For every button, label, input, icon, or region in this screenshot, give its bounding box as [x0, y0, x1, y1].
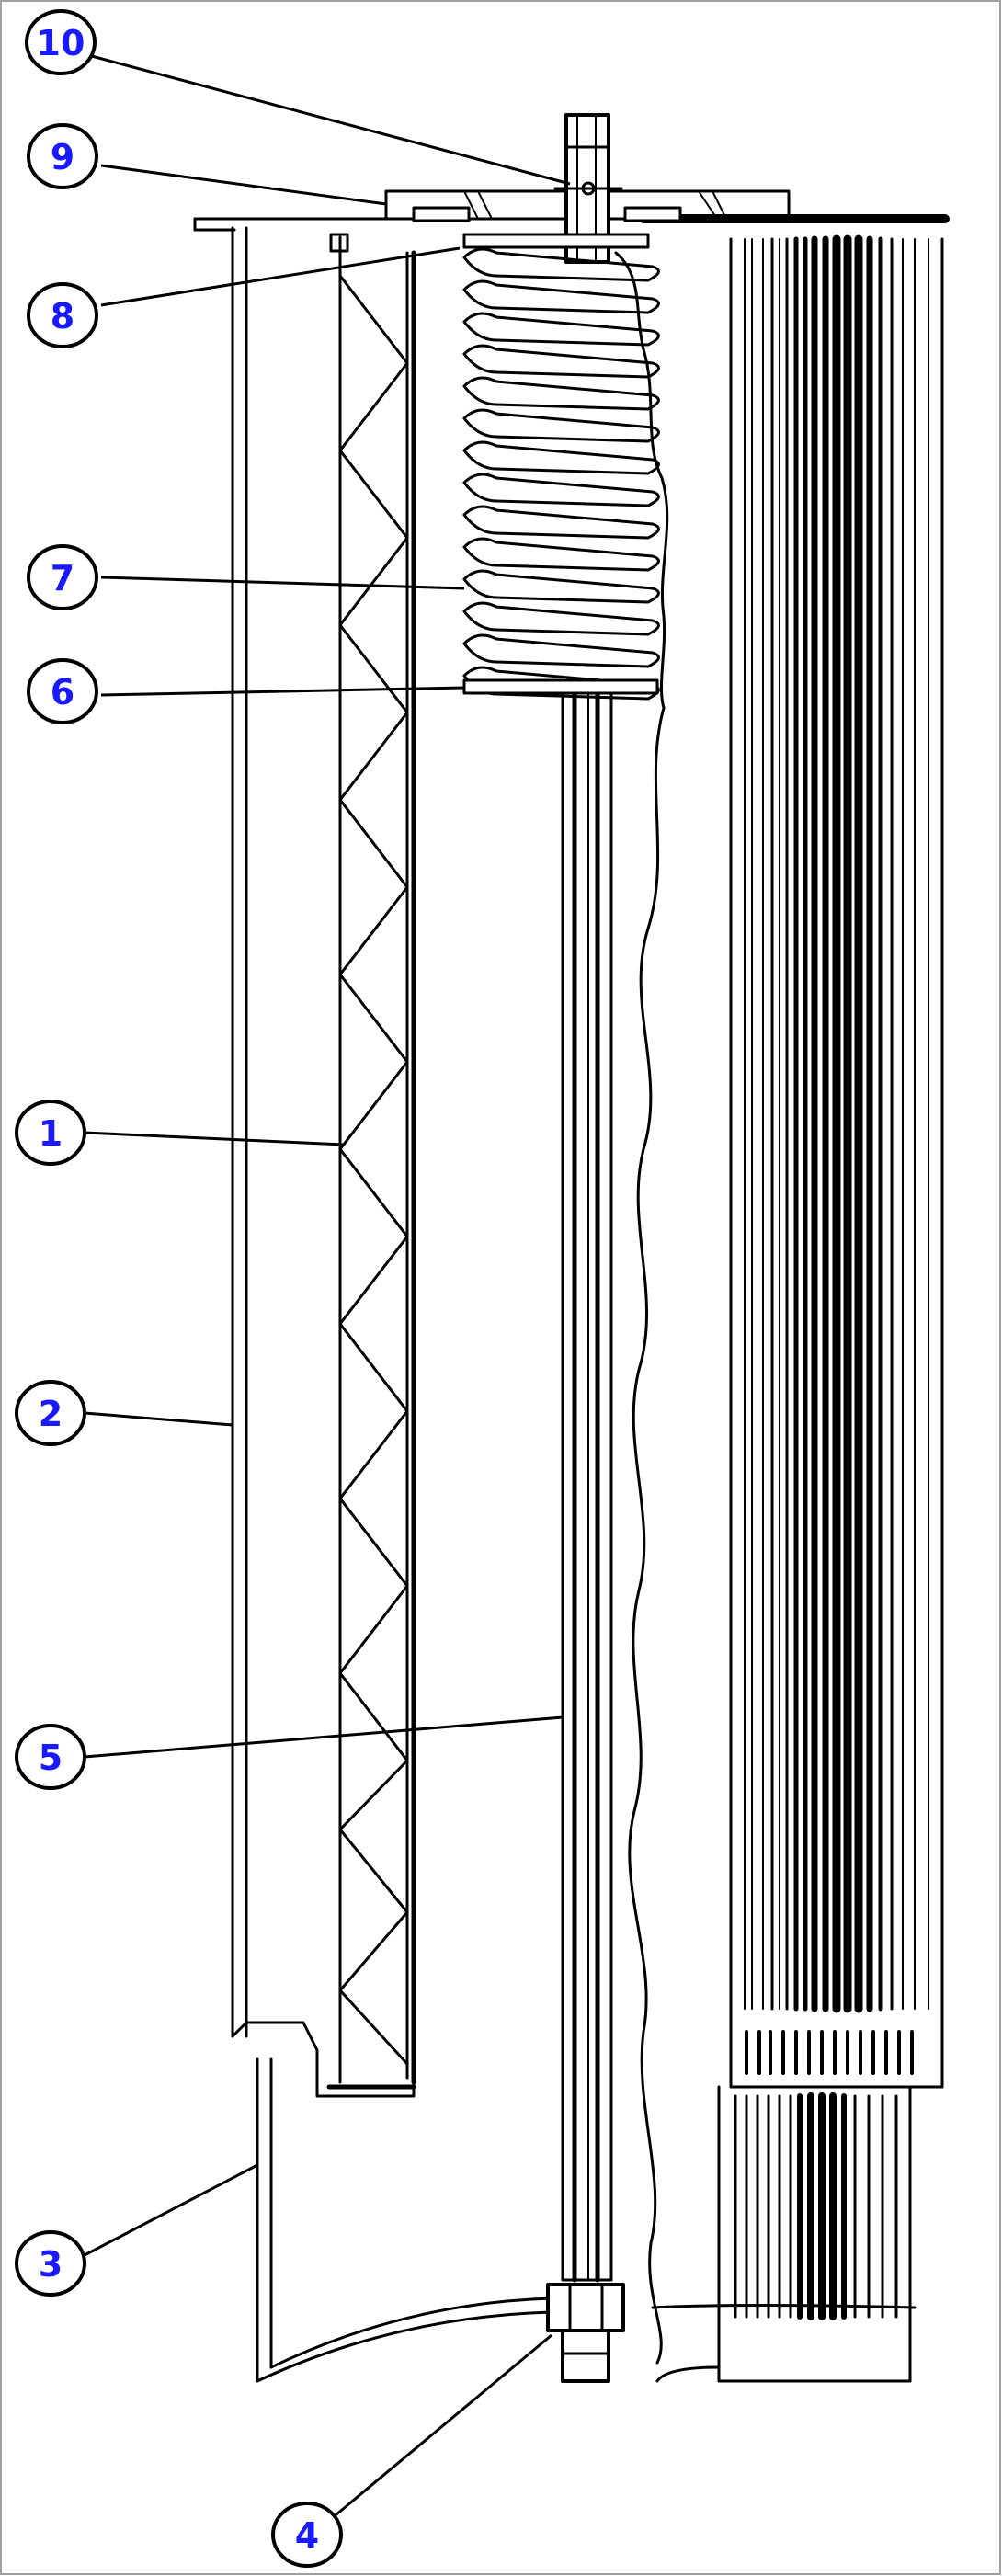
filter-exterior-view [655, 234, 944, 2383]
callout-2-label: 2 [39, 1394, 63, 1434]
callout-3: 3 [15, 2230, 86, 2297]
center-rod [561, 691, 613, 2283]
leader-8 [100, 246, 461, 307]
leader-10 [87, 53, 571, 186]
leader-5 [84, 1715, 564, 1759]
leader-6 [100, 686, 465, 697]
callout-6-label: 6 [51, 672, 74, 712]
callout-1: 1 [15, 1100, 86, 1166]
callout-9: 9 [27, 123, 98, 189]
callout-3-label: 3 [39, 2244, 63, 2285]
callout-1-label: 1 [39, 1113, 63, 1154]
filter-element [315, 233, 416, 2098]
callout-4: 4 [271, 2502, 343, 2568]
leader-2 [84, 1411, 233, 1427]
callout-4-label: 4 [295, 2515, 319, 2556]
outer-housing [231, 226, 319, 2066]
leader-3 [84, 2163, 258, 2257]
callouts: 10 9 8 7 6 1 2 5 [15, 9, 343, 2568]
callout-9-label: 9 [51, 137, 74, 177]
bottom-nut [546, 2283, 625, 2383]
leader-1 [84, 1131, 345, 1146]
bottom-base [256, 2057, 917, 2383]
callout-5-label: 5 [39, 1738, 63, 1778]
callout-5: 5 [15, 1724, 86, 1790]
compression-spring [462, 233, 669, 710]
leader-9 [100, 164, 387, 206]
callout-8: 8 [27, 282, 98, 348]
callout-2: 2 [15, 1380, 86, 1446]
callout-10: 10 [25, 9, 97, 75]
top-flange [193, 189, 950, 232]
leader-4 [330, 2333, 552, 2521]
callout-7: 7 [27, 544, 98, 610]
callout-10-label: 10 [37, 23, 85, 63]
leader-7 [100, 576, 465, 590]
break-line [628, 706, 666, 2365]
callout-8-label: 8 [51, 296, 74, 336]
callout-7-label: 7 [51, 558, 74, 598]
filter-drawing [193, 113, 950, 2383]
leader-lines [84, 53, 571, 2521]
callout-6: 6 [27, 658, 98, 724]
